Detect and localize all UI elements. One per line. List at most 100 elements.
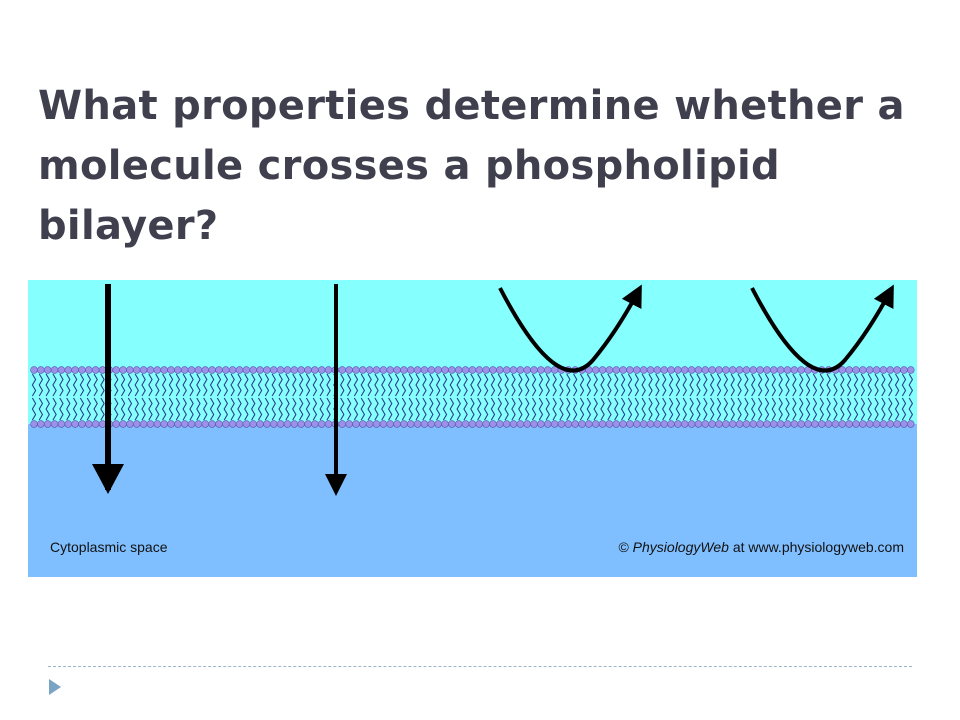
lipid-tail bbox=[367, 373, 372, 397]
lipid-tail bbox=[449, 397, 455, 421]
lipid-tail bbox=[353, 397, 359, 421]
lipid-tail bbox=[435, 373, 441, 397]
lipid-tail bbox=[155, 373, 160, 397]
lipid-tail bbox=[881, 373, 886, 397]
lipid-head bbox=[372, 366, 381, 374]
lipid-tail bbox=[442, 397, 448, 421]
lipid-tail bbox=[134, 373, 139, 397]
lipid-tail bbox=[31, 373, 37, 397]
lipid-head bbox=[352, 366, 360, 374]
lipid-head bbox=[119, 366, 127, 374]
lipid-tail bbox=[326, 373, 331, 397]
lipid-tail bbox=[470, 373, 475, 397]
lipid-tail bbox=[66, 397, 71, 421]
lipid-tail bbox=[189, 397, 194, 421]
lipid-tail bbox=[38, 373, 44, 397]
lipid-head bbox=[167, 366, 175, 374]
lipid-tail bbox=[477, 373, 482, 397]
lipid-tail bbox=[518, 373, 523, 397]
lipid-head bbox=[838, 420, 846, 428]
lipid-head bbox=[544, 366, 552, 374]
lipid-head bbox=[585, 420, 593, 428]
lipid-head bbox=[872, 420, 881, 428]
lipid-head bbox=[160, 366, 168, 374]
lipid-head bbox=[461, 366, 470, 374]
lipid-head bbox=[297, 420, 305, 428]
lipid-tail bbox=[326, 397, 331, 421]
lipid-head bbox=[400, 366, 408, 374]
lipid-head bbox=[393, 366, 401, 374]
lipid-head bbox=[194, 366, 203, 374]
lipid-tail bbox=[189, 373, 194, 397]
lipid-head bbox=[133, 366, 141, 374]
lipid-tail bbox=[415, 373, 420, 397]
lipid-head bbox=[112, 420, 120, 428]
lipid-tail bbox=[483, 397, 489, 421]
lipid-head bbox=[256, 420, 264, 428]
lipid-head bbox=[98, 366, 107, 374]
lipid-head bbox=[619, 366, 627, 374]
lipid-tail bbox=[353, 373, 359, 397]
lipid-head bbox=[37, 366, 45, 374]
lipid-head bbox=[290, 366, 298, 374]
lipid-tail bbox=[744, 397, 749, 421]
lipid-head bbox=[57, 366, 66, 374]
lipid-head bbox=[886, 366, 894, 374]
lipid-head bbox=[228, 366, 237, 374]
lipid-head bbox=[681, 420, 689, 428]
lipid-head bbox=[270, 420, 278, 428]
lipid-head bbox=[544, 420, 552, 428]
lipid-head bbox=[242, 420, 251, 428]
lipid-tail bbox=[298, 373, 304, 397]
lipid-head bbox=[372, 420, 381, 428]
lipid-tail bbox=[846, 373, 852, 397]
lipid-tail bbox=[586, 397, 592, 421]
lipid-tail bbox=[771, 397, 777, 421]
lipid-tail bbox=[648, 397, 653, 421]
lipid-tail bbox=[66, 373, 71, 397]
lipid-tail bbox=[292, 373, 297, 397]
lipid-tail bbox=[401, 373, 407, 397]
lipid-head bbox=[865, 420, 874, 428]
lipid-tail bbox=[675, 397, 681, 421]
lipid-tail bbox=[812, 373, 818, 397]
lipid-head bbox=[386, 366, 394, 374]
lipid-head bbox=[735, 366, 744, 374]
lipid-tail bbox=[360, 373, 366, 397]
lipid-head bbox=[770, 366, 778, 374]
lipid-head bbox=[304, 366, 312, 374]
lipid-tail bbox=[292, 397, 297, 421]
lipid-tail bbox=[723, 373, 729, 397]
lipid-head bbox=[407, 366, 415, 374]
lipid-head bbox=[859, 420, 867, 428]
lipid-head bbox=[591, 420, 600, 428]
lipid-head bbox=[167, 420, 175, 428]
footer-divider bbox=[48, 666, 912, 667]
lipid-tail bbox=[216, 373, 222, 397]
lipid-tail bbox=[675, 373, 681, 397]
lipid-head bbox=[619, 420, 627, 428]
lipid-head bbox=[496, 366, 504, 374]
lipid-tail bbox=[497, 397, 503, 421]
lipid-head bbox=[639, 366, 648, 374]
lipid-tail bbox=[285, 373, 290, 397]
lipid-head bbox=[489, 420, 497, 428]
lipid-head bbox=[578, 420, 586, 428]
lipid-tail bbox=[833, 397, 838, 421]
lipid-head bbox=[119, 420, 127, 428]
lipid-head bbox=[701, 366, 709, 374]
lipid-head bbox=[516, 420, 525, 428]
copyright-credit: © PhysiologyWeb at www.physiologyweb.com bbox=[618, 539, 904, 555]
lipid-head bbox=[276, 420, 285, 428]
lipid-head bbox=[715, 366, 723, 374]
lipid-head bbox=[427, 366, 435, 374]
lipid-head bbox=[71, 366, 79, 374]
lipid-head bbox=[475, 366, 483, 374]
lipid-tail bbox=[908, 397, 914, 421]
credit-url: at www.physiologyweb.com bbox=[733, 539, 904, 555]
lipid-head bbox=[838, 366, 846, 374]
lipid-head bbox=[379, 366, 388, 374]
lipid-tail bbox=[196, 373, 201, 397]
lipid-head bbox=[776, 366, 785, 374]
lipid-tail bbox=[737, 373, 742, 397]
